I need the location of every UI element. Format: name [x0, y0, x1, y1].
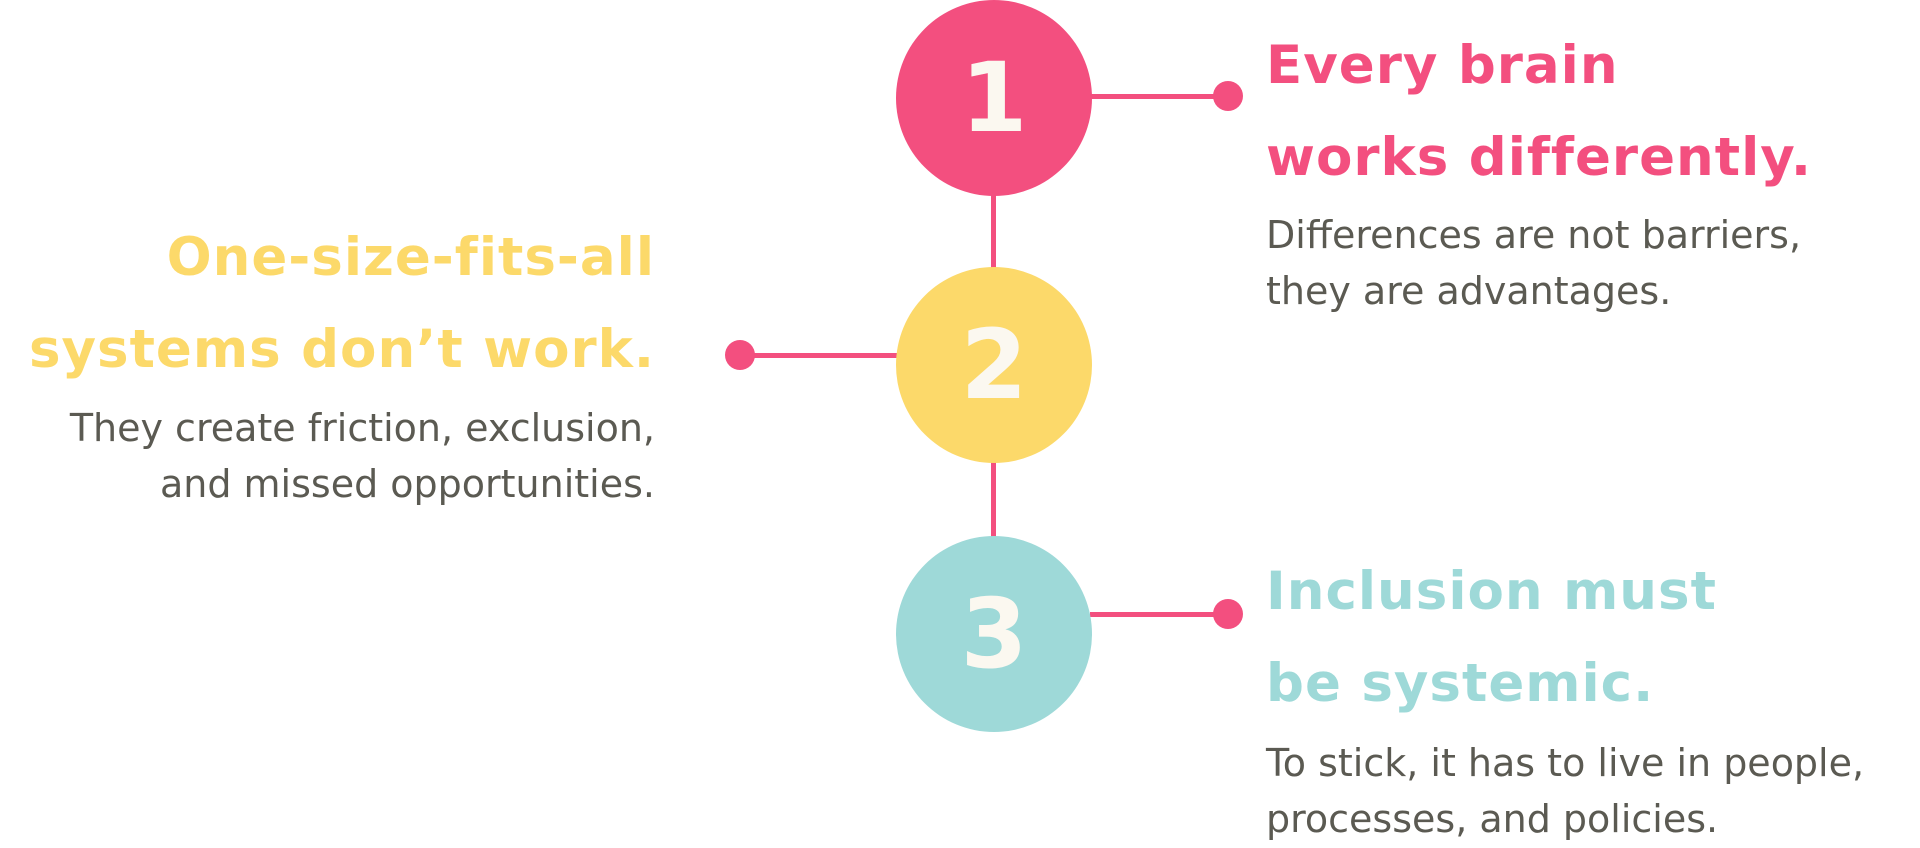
- step-3-title-line2: be systemic.: [1266, 653, 1655, 714]
- step-1-title-line2: works differently.: [1266, 127, 1813, 188]
- step-1-title: Every brain works differently.: [1266, 20, 1812, 204]
- connector-2: [740, 353, 900, 358]
- step-3-number: 3: [960, 578, 1028, 690]
- step-1-number: 1: [960, 42, 1028, 154]
- step-2-title-line1: One-size-fits-all: [166, 227, 655, 288]
- step-1-body-line1: Differences are not barriers,: [1266, 213, 1802, 257]
- connector-1: [1090, 94, 1230, 99]
- step-2-number: 2: [960, 309, 1028, 421]
- step-3-body-line1: To stick, it has to live in people,: [1266, 741, 1865, 785]
- connector-dot-1: [1213, 81, 1243, 111]
- step-2-body: They create friction, exclusion, and mis…: [70, 400, 655, 512]
- step-1-body-line2: they are advantages.: [1266, 269, 1672, 313]
- step-3-body: To stick, it has to live in people, proc…: [1266, 735, 1864, 847]
- connector-3: [1090, 612, 1230, 617]
- step-2-body-line1: They create friction, exclusion,: [69, 406, 655, 450]
- connector-dot-3: [1213, 599, 1243, 629]
- step-2-title-line2: systems don’t work.: [28, 319, 655, 380]
- step-3-body-line2: processes, and policies.: [1266, 797, 1719, 841]
- step-1-title-line1: Every brain: [1266, 35, 1619, 96]
- step-2-circle: 2: [896, 267, 1092, 463]
- step-3-title-line1: Inclusion must: [1266, 561, 1717, 622]
- step-3-circle: 3: [896, 536, 1092, 732]
- connector-dot-2: [725, 340, 755, 370]
- step-3-title: Inclusion must be systemic.: [1266, 546, 1717, 730]
- step-2-title: One-size-fits-all systems don’t work.: [29, 212, 655, 396]
- step-2-body-line2: and missed opportunities.: [159, 462, 655, 506]
- step-1-body: Differences are not barriers, they are a…: [1266, 207, 1801, 319]
- step-1-circle: 1: [896, 0, 1092, 196]
